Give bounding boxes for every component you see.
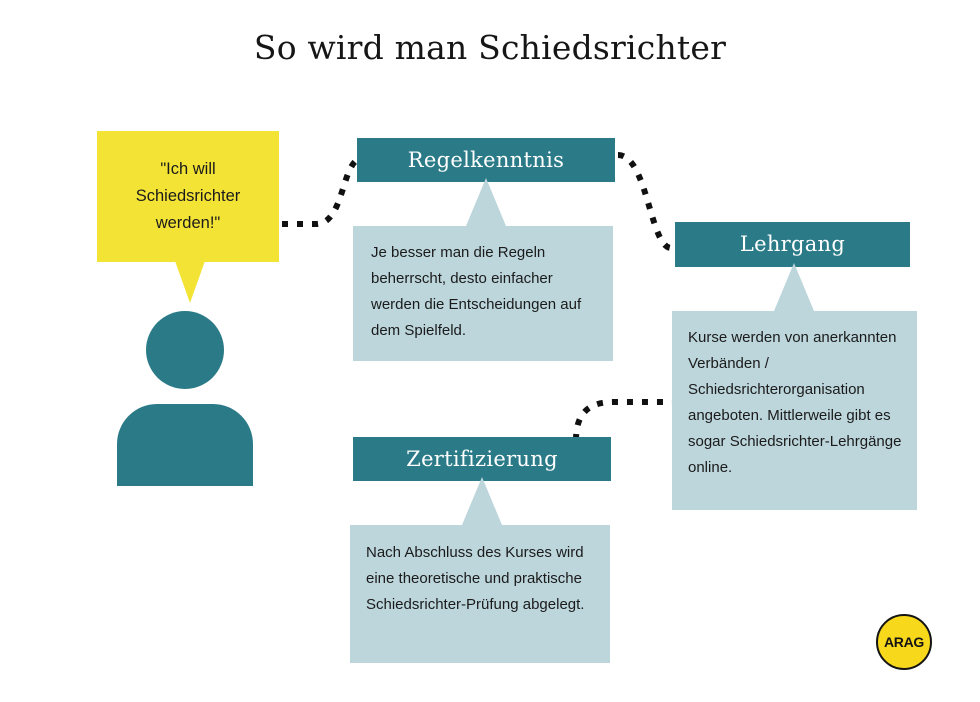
page-title: So wird man Schiedsrichter [253, 28, 727, 67]
step-header-label: Regelkenntnis [407, 147, 565, 172]
person-body-icon [117, 404, 253, 486]
step-pointer-zertifizierung [462, 477, 502, 525]
step-header-label: Lehrgang [739, 232, 846, 256]
step-body-text: Je besser man die Regeln beherrscht, des… [371, 244, 582, 339]
step-header-label: Zertifizierung [406, 446, 558, 471]
person-head-icon [146, 311, 224, 389]
step-body-zertifizierung: Nach Abschluss des Kurses wird eine theo… [350, 525, 610, 663]
step-body-lehrgang: Kurse werden von anerkannten Verbänden /… [672, 311, 917, 510]
arag-logo[interactable]: ARAG [876, 614, 932, 670]
step-body-regelkenntnis: Je besser man die Regeln beherrscht, des… [353, 226, 613, 361]
arag-logo-circle [876, 614, 932, 670]
step-header-lehrgang[interactable]: Lehrgang [675, 222, 910, 267]
step-body-text: Kurse werden von anerkannten Verbänden /… [688, 329, 902, 476]
step-pointer-regelkenntnis [466, 178, 506, 226]
speech-bubble: "Ich will Schiedsrichter werden!" [97, 131, 279, 262]
step-body-text: Nach Abschluss des Kurses wird eine theo… [366, 544, 585, 613]
step-pointer-lehrgang [774, 263, 814, 311]
connector-zertifizierung-to-lehrgang [573, 399, 676, 441]
speech-bubble-tail [175, 261, 205, 303]
arag-logo-text: ARAG [883, 634, 925, 650]
step-header-zertifizierung[interactable]: Zertifizierung [353, 437, 611, 481]
speech-bubble-text: "Ich will Schiedsrichter werden!" [135, 160, 241, 232]
step-header-regelkenntnis[interactable]: Regelkenntnis [357, 138, 615, 182]
